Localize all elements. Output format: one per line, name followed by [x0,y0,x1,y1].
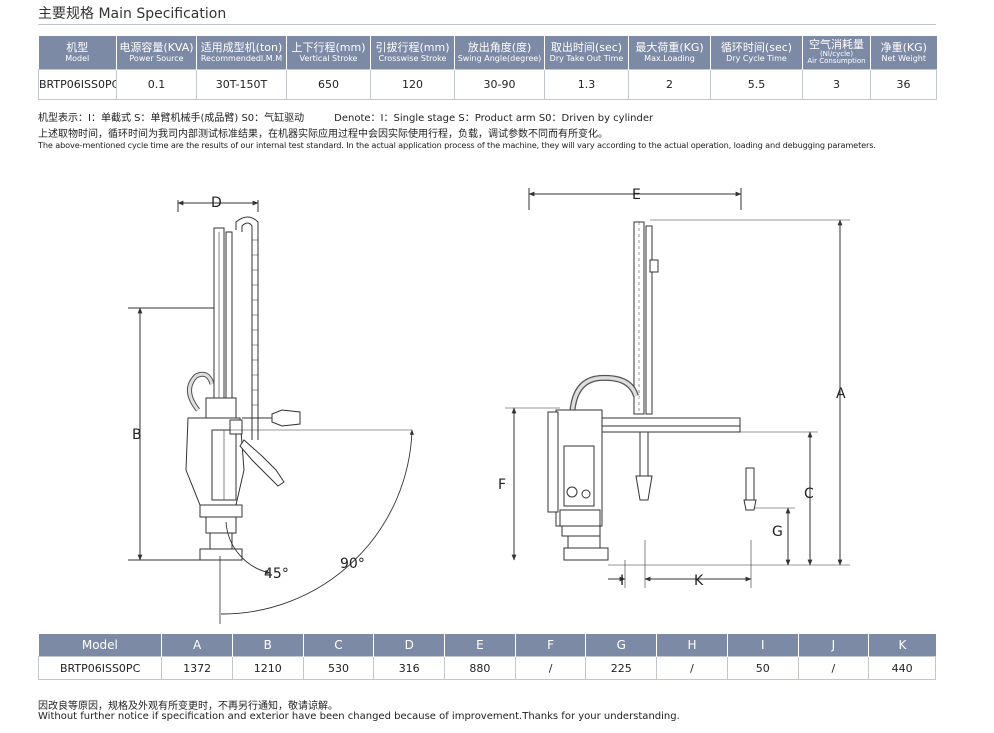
spec-header-takeout: 取出时间(sec)Dry Take Out Time [544,36,629,70]
spec-header-imm: 适用成型机(ton)RecommendedI.M.M [196,36,287,70]
page-title: 主要规格 Main Specification [38,6,227,22]
denote-zh: 机型表示：I：单截式 S：单臂机械手(成品臂) S0：气缸驱动 [38,113,305,124]
dim-header-g: G [585,634,658,657]
front-view [505,188,850,588]
spec-header-loading: 最大荷重(KG)Max.Loading [628,36,711,70]
dimension-table: Model A B C D E F G H I J K BRTP06ISS0PC… [37,634,936,680]
technical-drawing: D B 45° 90° [128,187,850,624]
cycle-note-zh: 上述取物时间，循环时间为我司内部测试标准结果，在机器实际应用过程中会因实际使用行… [38,129,608,140]
dim-cell-a: 1372 [161,656,233,680]
dim-cell-model: BRTP06ISS0PC [37,656,163,680]
label-e: E [632,187,641,203]
dim-header-d: D [373,634,446,657]
label-angle-90: 90° [340,556,365,572]
dim-header-row: Model A B C D E F G H I J K [38,634,936,657]
label-angle-45: 45° [264,566,289,582]
spec-cell-vertical: 650 [286,69,371,100]
label-g: G [772,524,783,540]
label-d: D [211,195,222,211]
dim-cell-j: / [797,656,870,680]
label-k: K [694,573,704,589]
spec-cell-crosswise: 120 [370,69,455,100]
spec-header-air: 空气消耗量(Nl/cycle)Air Consumption [802,36,871,70]
label-a: A [836,386,846,402]
spec-header-cycle: 循环时间(sec)Dry Cycle Time [710,36,803,70]
spec-cell-swing: 30-90 [454,69,545,100]
footer-note-zh: 因改良等原因，规格及外观有所变更时，不再另行通知，敬请谅解。 [38,701,338,712]
dim-cell-g: 225 [585,656,658,680]
dim-header-k: K [868,634,936,657]
dim-cell-k: 440 [868,656,936,680]
dim-cell-i: 50 [726,656,799,680]
table-row: BRTP06ISS0PC 1372 1210 530 316 880 / 225… [37,656,936,680]
dim-cell-c: 530 [302,656,375,680]
label-c: C [804,486,814,502]
dim-header-j: J [798,634,870,657]
spec-cell-weight: 36 [870,69,937,100]
footer-note-en: Without further notice if specification … [38,711,680,722]
dim-cell-d: 316 [373,656,446,680]
dim-cell-f: / [514,656,587,680]
dim-header-e: E [444,634,516,657]
spec-cell-loading: 2 [628,69,711,100]
dim-cell-b: 1210 [231,656,304,680]
denote-en: Denote：I：Single stage S：Product arm S0：D… [334,113,654,124]
dim-header-c: C [303,634,375,657]
denote-note: 机型表示：I：单截式 S：单臂机械手(成品臂) S0：气缸驱动 Denote：I：… [38,109,653,124]
label-b: B [132,427,142,443]
label-f: F [498,477,506,493]
dim-header-b: B [232,634,304,657]
spec-cell-air: 3 [802,69,871,100]
label-i: I [620,573,624,589]
dim-cell-e: 880 [444,656,516,680]
dim-cell-h: / [656,656,728,680]
dim-header-model: Model [38,634,163,657]
dim-header-i: I [727,634,799,657]
spec-cell-model: BRTP06ISS0PC [38,69,117,100]
spec-cell-imm: 30T-150T [196,69,287,100]
dim-header-a: A [161,634,233,657]
side-view [128,200,415,624]
spec-cell-power: 0.1 [116,69,197,100]
spec-header-power: 电源容量(KVA)Power Source [116,36,197,70]
spec-header-swing: 放出角度(度)Swing Angle(degree) [454,36,545,70]
spec-header-weight: 净重(KG)Net Weight [870,36,937,70]
title-divider [38,24,936,25]
spec-header-crosswise: 引拔行程(mm)Crosswise Stroke [370,36,455,70]
spec-cell-cycle: 5.5 [710,69,803,100]
cycle-note-en: The above-mentioned cycle time are the r… [38,140,876,150]
spec-cell-takeout: 1.3 [544,69,629,100]
table-row: BRTP06ISS0PC 0.1 30T-150T 650 120 30-90 … [38,69,937,100]
dim-header-h: H [656,634,728,657]
spec-header-vertical: 上下行程(mm)Vertical Stroke [286,36,371,70]
dim-header-f: F [515,634,587,657]
